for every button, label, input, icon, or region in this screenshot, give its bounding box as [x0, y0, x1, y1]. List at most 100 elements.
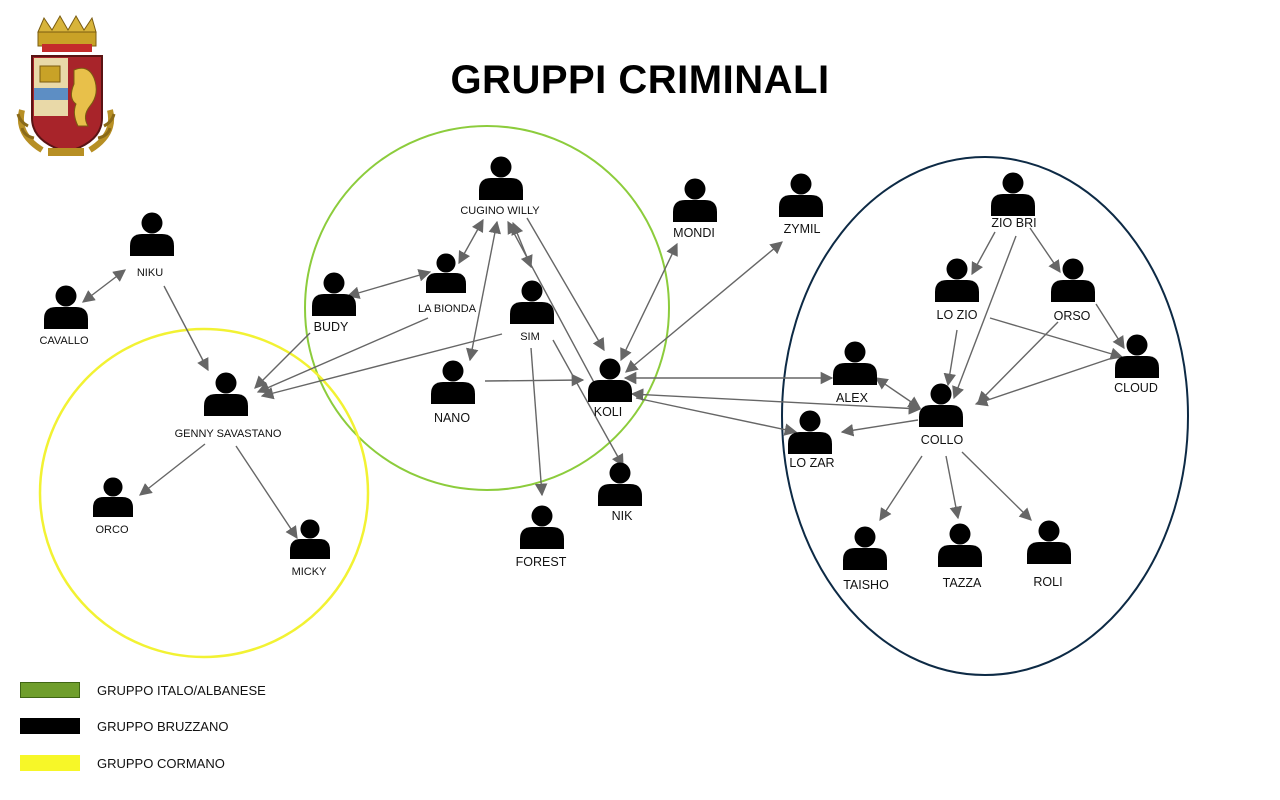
node-label: MONDI: [673, 226, 715, 240]
person-icon: [843, 526, 887, 570]
node-nano[interactable]: NANO: [431, 360, 475, 426]
person-icon: [44, 285, 88, 329]
legend-swatch: [20, 755, 80, 771]
edge-sim-nik: [552, 339, 624, 468]
node-label: ORCO: [96, 524, 129, 536]
node-label: NANO: [434, 411, 470, 425]
node-micky[interactable]: MICKY: [290, 519, 330, 578]
node-orco[interactable]: ORCO: [93, 477, 133, 536]
node-orso[interactable]: ORSO: [1051, 258, 1095, 324]
edge-sim-genny: [260, 333, 503, 400]
edge-budy-labionda: [346, 269, 432, 299]
nodes: NIKU CAVALLO GENNY SAVASTANO ORCO MICKY …: [39, 156, 1159, 593]
person-icon: [1027, 520, 1071, 564]
node-label: COLLO: [921, 433, 964, 447]
person-icon: [673, 178, 717, 222]
node-label: TAISHO: [843, 578, 889, 592]
police-crest-icon: [16, 14, 116, 156]
person-icon: [510, 280, 554, 324]
group-cormano-circle: [38, 327, 370, 659]
node-forest[interactable]: FOREST: [516, 505, 567, 570]
edge-sim-forest: [530, 347, 548, 497]
node-mondi[interactable]: MONDI: [673, 178, 717, 241]
edge-koli-collo: [630, 388, 922, 415]
node-budy[interactable]: BUDY: [312, 272, 356, 335]
node-label: SIM: [520, 331, 540, 343]
person-icon: [588, 358, 632, 402]
edge-collo-tazza: [945, 455, 963, 520]
edge-ziobri-orso: [1029, 227, 1061, 274]
edge-koli-cugino: [507, 220, 598, 389]
node-label: GENNY SAVASTANO: [175, 428, 282, 440]
node-label: ZYMIL: [784, 222, 821, 236]
node-roli[interactable]: ROLI: [1027, 520, 1071, 590]
node-alex[interactable]: ALEX: [833, 341, 877, 406]
node-cugino-willy[interactable]: CUGINO WILLY: [460, 156, 540, 218]
node-label: ZIO BRI: [991, 216, 1036, 230]
person-icon: [833, 341, 877, 385]
edge-cugino-koli: [526, 217, 605, 352]
person-icon: [93, 477, 133, 517]
edge-koli-zymil: [625, 241, 783, 373]
node-nik[interactable]: NIK: [598, 462, 642, 524]
edge-niku-cavallo: [81, 269, 127, 303]
node-label: TAZZA: [943, 576, 982, 590]
legend-item-bruzzano: GRUPPO BRUZZANO: [20, 718, 228, 734]
node-label: ORSO: [1054, 309, 1091, 323]
page-title: GRUPPI CRIMINALI: [450, 58, 830, 102]
node-zymil[interactable]: ZYMIL: [779, 173, 823, 237]
person-icon: [520, 505, 564, 549]
edges: [81, 217, 1125, 540]
edge-lozio-collo: [943, 329, 958, 387]
node-label: NIKU: [137, 267, 163, 279]
legend-label: GRUPPO BRUZZANO: [97, 718, 229, 734]
node-genny-savastano[interactable]: GENNY SAVASTANO: [175, 372, 282, 441]
node-label: LO ZAR: [789, 456, 834, 470]
legend-label: GRUPPO ITALO/ALBANESE: [97, 682, 266, 698]
edge-nano-cugino: [465, 220, 502, 362]
node-label: CLOUD: [1114, 381, 1158, 395]
person-icon: [991, 172, 1035, 216]
edge-orso-collo: [977, 321, 1059, 404]
person-icon: [1051, 258, 1095, 302]
node-zio-bri[interactable]: ZIO BRI: [991, 172, 1037, 231]
edge-budy-genny: [254, 332, 311, 389]
node-label: LO ZIO: [937, 308, 978, 322]
node-label: ALEX: [836, 391, 869, 405]
legend-swatch: [20, 682, 80, 698]
person-icon: [290, 519, 330, 559]
node-collo[interactable]: COLLO: [919, 383, 964, 448]
node-cavallo[interactable]: CAVALLO: [39, 285, 89, 348]
edge-genny-micky: [235, 445, 298, 540]
person-icon: [479, 156, 523, 200]
person-icon: [598, 462, 642, 506]
edge-koli-lozar: [635, 397, 798, 436]
person-icon: [935, 258, 979, 302]
node-label: BUDY: [314, 320, 349, 334]
node-sim[interactable]: SIM: [510, 280, 554, 344]
node-la-bionda[interactable]: LA BIONDA: [418, 253, 477, 315]
node-label: CAVALLO: [39, 335, 89, 347]
edge-orso-cloud: [1095, 303, 1125, 350]
edge-ziobri-lozio: [971, 231, 996, 276]
edge-collo-taisho: [879, 455, 923, 522]
person-icon: [204, 372, 248, 416]
node-lo-zar[interactable]: LO ZAR: [788, 410, 835, 471]
person-female-icon: [938, 523, 982, 567]
node-niku[interactable]: NIKU: [130, 212, 174, 280]
node-tazza[interactable]: TAZZA: [938, 523, 982, 591]
node-taisho[interactable]: TAISHO: [843, 526, 889, 593]
edge-genny-orco: [139, 443, 206, 496]
legend-item-cormano: GRUPPO CORMANO: [20, 755, 225, 771]
node-koli[interactable]: KOLI: [588, 358, 632, 420]
person-icon: [130, 212, 174, 256]
edge-alex-collo: [874, 377, 922, 409]
edge-niku-genny: [163, 285, 209, 372]
edge-labionda-cugino: [458, 218, 484, 265]
group-bruzzano-ellipse: [781, 156, 1189, 676]
node-lo-zio[interactable]: LO ZIO: [935, 258, 979, 323]
node-cloud[interactable]: CLOUD: [1114, 334, 1159, 396]
legend-swatch: [20, 718, 80, 734]
